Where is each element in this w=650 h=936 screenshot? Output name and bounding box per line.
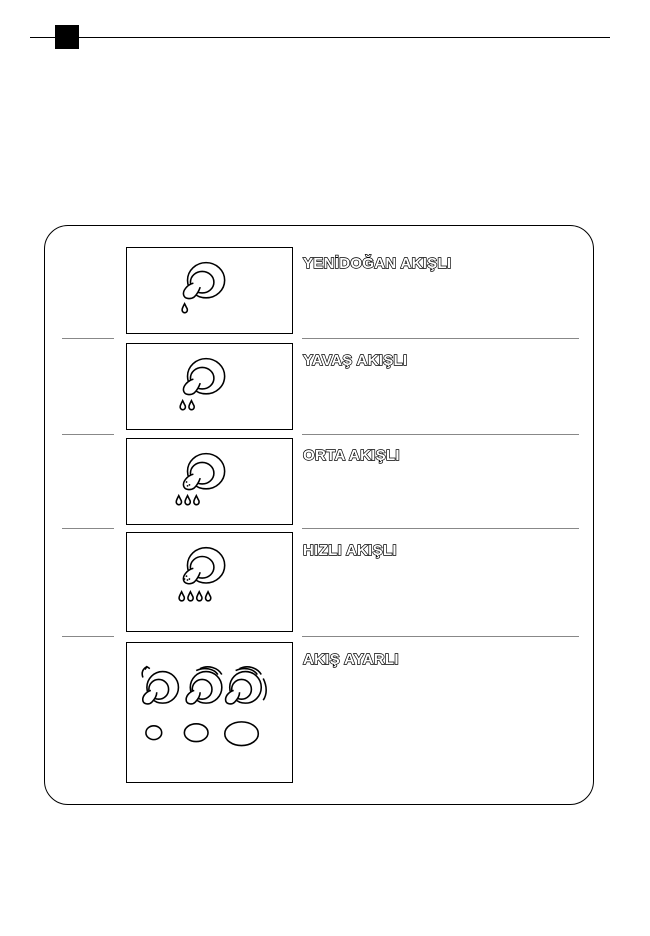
separator-left bbox=[62, 434, 114, 435]
adjustable-flow-nipples-icon bbox=[126, 642, 293, 783]
separator-right bbox=[302, 528, 579, 529]
nipple-two-drops-icon bbox=[126, 343, 293, 430]
separator-left bbox=[62, 528, 114, 529]
nipple-one-drop-icon bbox=[126, 247, 293, 334]
label-medium-flow: ORTA AKIŞLI bbox=[303, 447, 400, 464]
label-slow-flow: YAVAŞ AKIŞLI bbox=[303, 352, 407, 369]
label-fast-flow: HIZLI AKIŞLI bbox=[303, 542, 397, 559]
nipple-four-drops-icon bbox=[126, 532, 293, 632]
separator-left bbox=[62, 636, 114, 637]
header-rule bbox=[30, 37, 610, 38]
separator-left bbox=[62, 338, 114, 339]
label-newborn-flow: YENİDOĞAN AKIŞLI bbox=[303, 255, 451, 272]
page-marker-square bbox=[55, 25, 79, 49]
label-adjustable-flow: AKIŞ AYARLI bbox=[303, 651, 399, 668]
nipple-three-drops-icon bbox=[126, 438, 293, 525]
separator-right bbox=[302, 434, 579, 435]
separator-right bbox=[302, 338, 579, 339]
separator-right bbox=[302, 636, 579, 637]
